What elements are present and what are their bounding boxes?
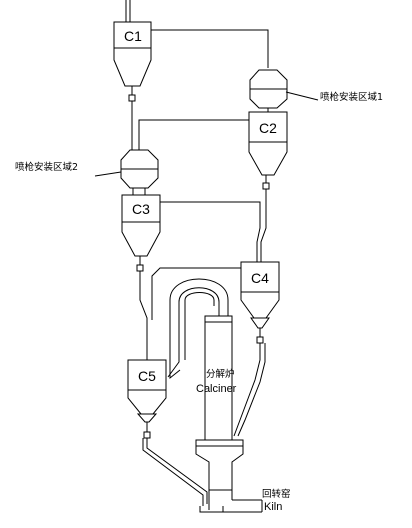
cyclone-c3-label: C3 [132,201,150,217]
cyclone-c4: C4 [240,261,280,329]
rotary-kiln-inlet [199,499,263,513]
calciner-cn-label: 分解炉 [206,368,235,380]
burner-zone-2-label: 喷枪安装区域2 [15,161,78,173]
flap-valve-c3 [136,264,144,272]
cyclone-c2: C2 [248,111,288,176]
flap-valve-c5 [143,431,151,439]
burner-zone-2-marker [120,149,159,189]
burner-zone-1-marker [249,69,288,109]
kiln-en-label: Kiln [264,501,282,513]
cyclone-c3: C3 [121,194,161,257]
calciner-vessel [167,278,244,510]
cyclone-c5: C5 [127,359,167,423]
cyclone-c4-label: C4 [251,270,269,286]
kiln-cn-label: 回转窑 [262,488,291,500]
calciner-en-label: Calciner [196,383,237,395]
flap-valve-c1 [128,94,136,102]
cyclone-c1-label: C1 [124,28,142,44]
cyclone-c1: C1 [113,21,152,87]
cyclone-c2-label: C2 [259,120,277,136]
cyclone-c5-label: C5 [138,368,156,384]
flap-valve-c2 [262,182,270,190]
burner-zone-1-label: 喷枪安装区域1 [320,91,383,103]
flap-valve-c4 [256,336,264,344]
